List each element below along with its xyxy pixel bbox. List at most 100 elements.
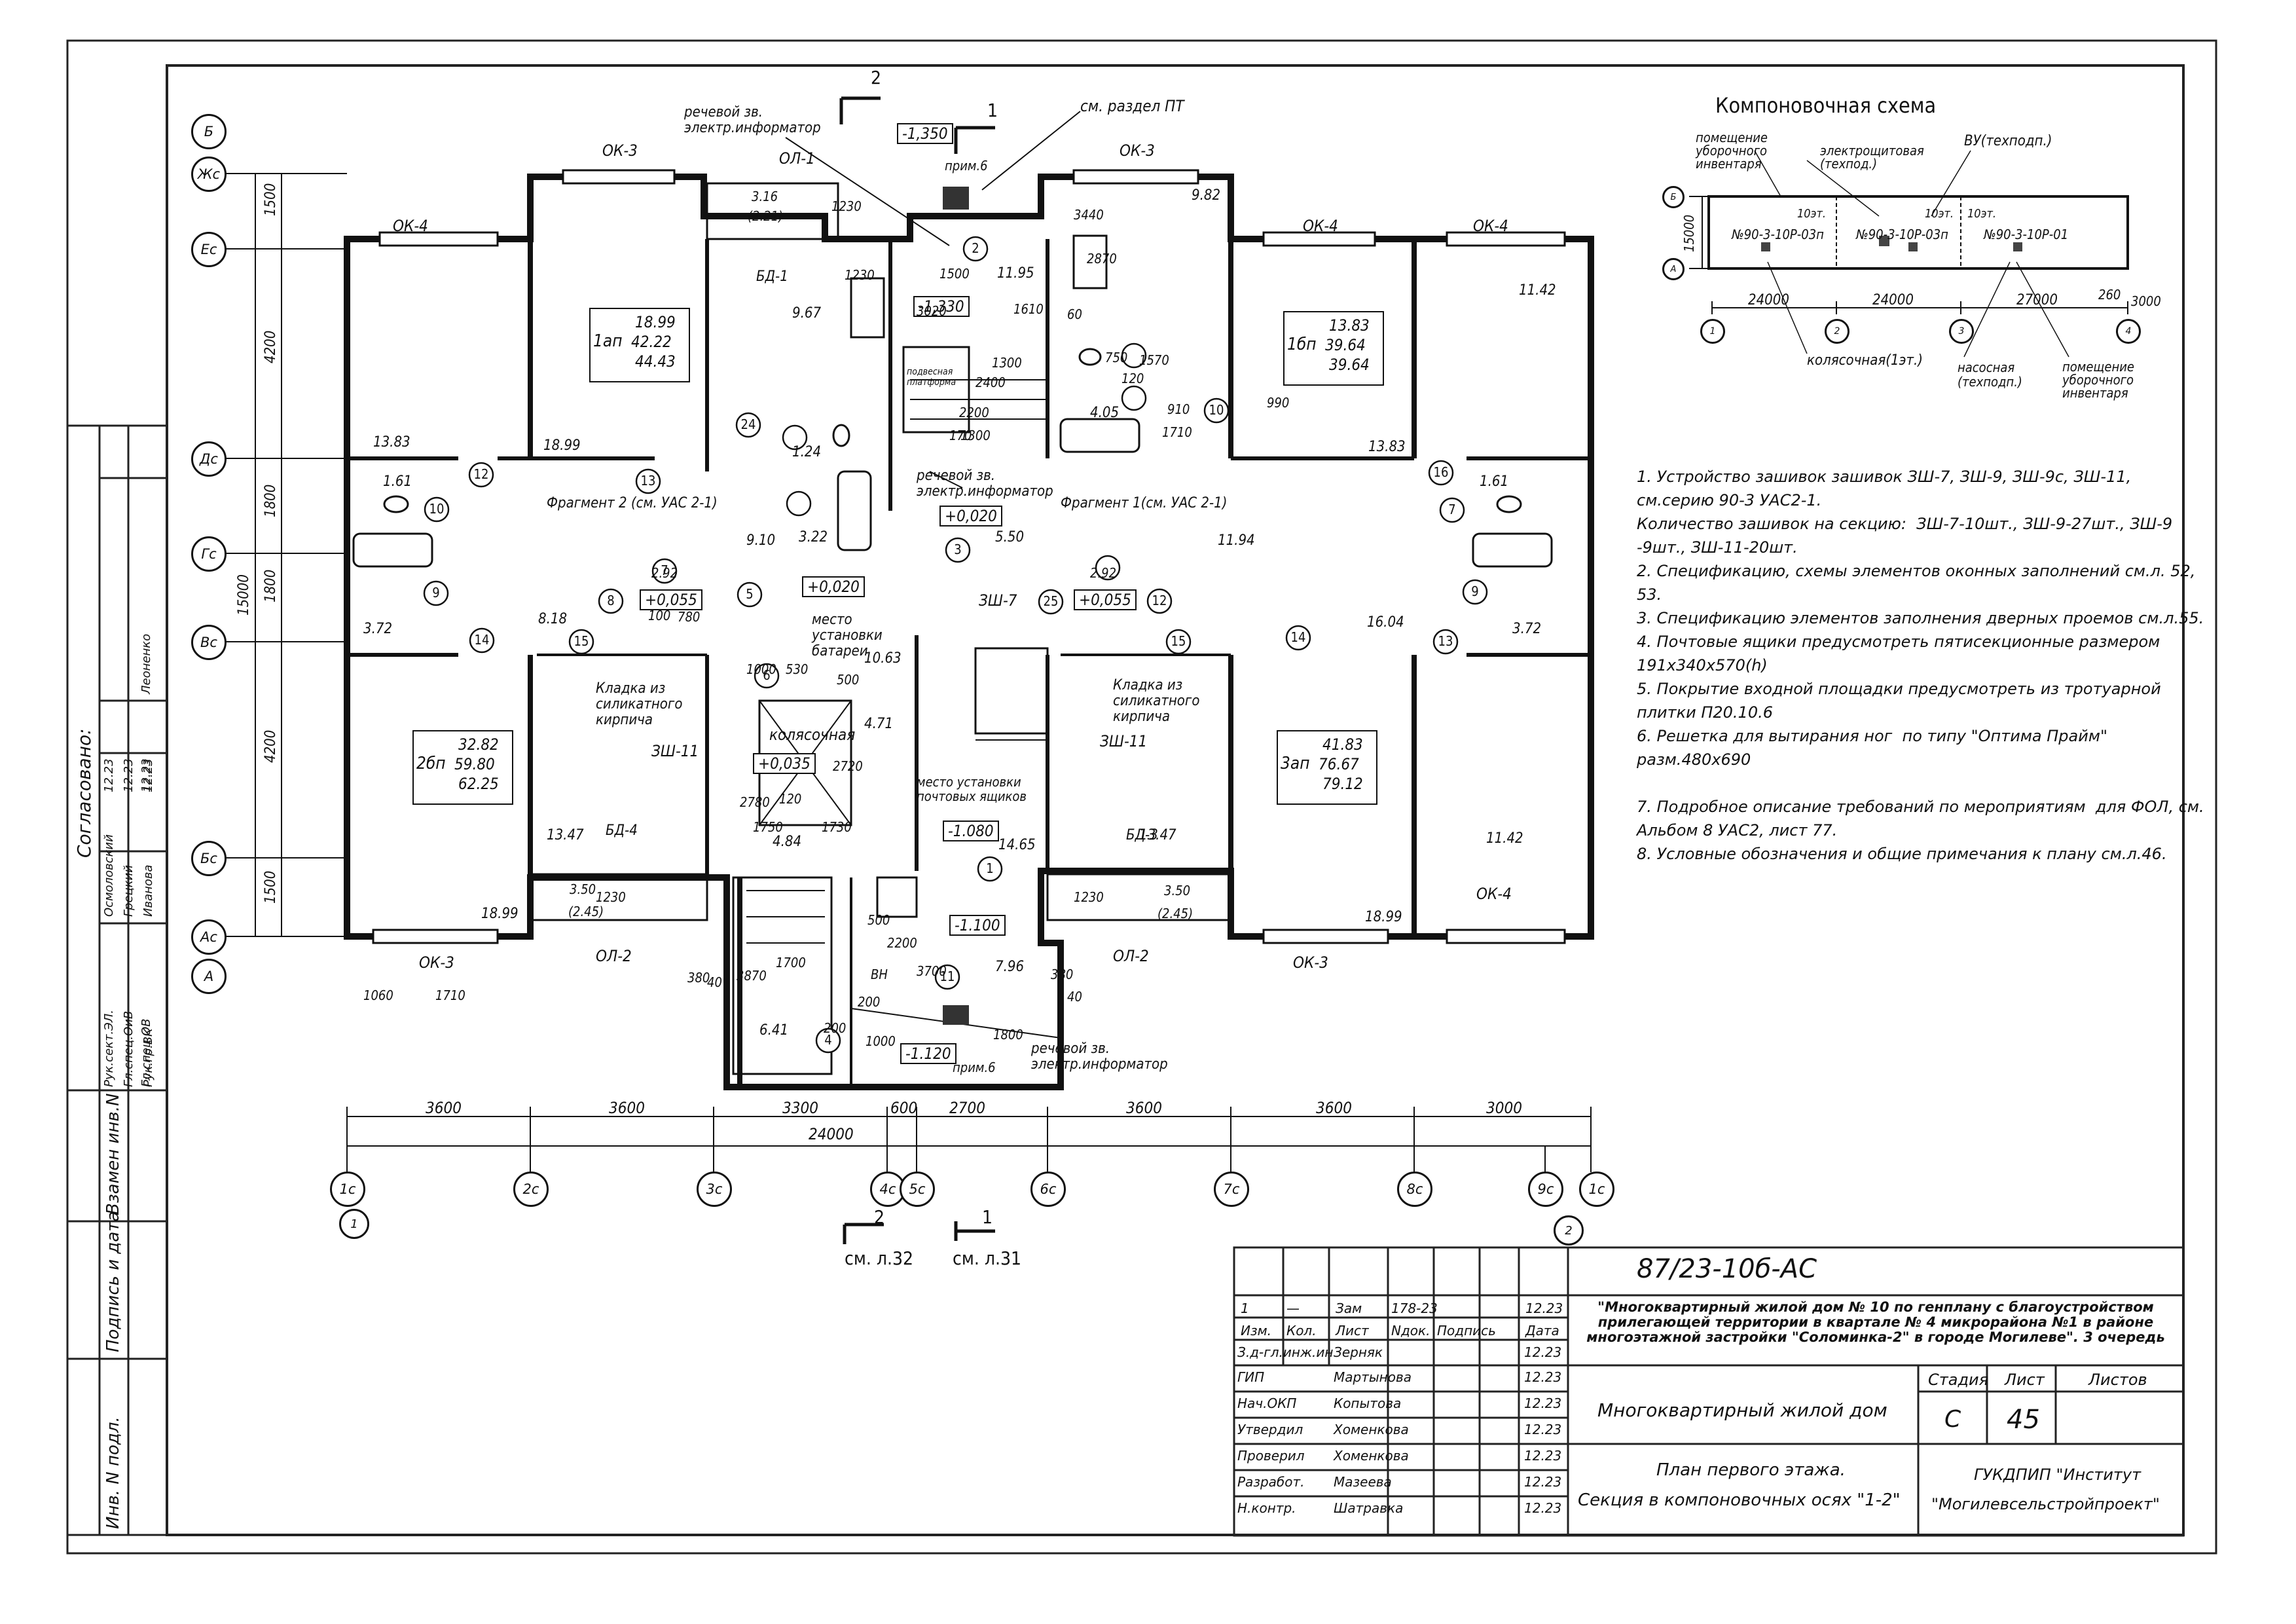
apartment-name: 1бп: [1287, 335, 1317, 354]
stamp-role: Рук.сект.ЭЛ.: [102, 1010, 116, 1087]
scheme-dim: 24000: [1748, 292, 1789, 308]
signer-date: 12.23: [1524, 1369, 1562, 1385]
signer-name: Хоменкова: [1334, 1448, 1409, 1464]
window-mark: ОК-3: [419, 953, 454, 972]
revision-cell: 12.23: [1525, 1301, 1563, 1316]
drawing-code: 87/23-10б-АС: [1637, 1254, 1817, 1284]
scheme-label: колясочная(1эт.): [1807, 352, 1923, 369]
room-area: 11.95: [997, 265, 1034, 282]
door-mark: 7: [661, 563, 668, 578]
note-line: [1637, 771, 2213, 795]
section-cut-marks: [839, 96, 995, 1244]
stamp-role: Гл.спец.ОиВ: [122, 1010, 136, 1087]
door-mark: 12: [1152, 593, 1167, 608]
window-mark: ОК-4: [1473, 217, 1508, 235]
door-mark: 1: [986, 860, 994, 876]
note-line: 4. Почтовые ящики предусмотреть пятисекц…: [1637, 633, 2165, 674]
note-line: 3. Спецификацию элементов заполнения две…: [1637, 609, 2204, 627]
sheet-title-line-1: План первого этажа.: [1656, 1460, 1846, 1480]
room-area: 13.47: [547, 827, 584, 843]
door-markers: [423, 236, 1488, 1054]
dimension-value: 3600: [609, 1099, 645, 1117]
apartment-area: 79.12: [1322, 775, 1363, 793]
signer-role: Утвердил: [1237, 1422, 1303, 1437]
level-mark: -1.080: [943, 821, 999, 841]
scheme-label: насосная (техподп.): [1958, 360, 2022, 390]
door-mark: 25: [1043, 593, 1059, 609]
door-mark: 9: [432, 585, 440, 600]
apartment-area: 39.64: [1325, 336, 1366, 354]
organization-line-1: ГУКДПИП "Институт: [1974, 1466, 2141, 1484]
small-dimension: 2870: [1087, 251, 1117, 267]
room-area: 11.42: [1486, 830, 1523, 847]
scheme-axis-bubble: 1: [1700, 319, 1725, 344]
dimension-total: 15000: [236, 574, 252, 616]
scheme-floors: 10эт.: [1925, 207, 1954, 221]
small-dimension: 1710: [435, 987, 465, 1003]
column-axis-bubble: 8с: [1397, 1172, 1432, 1207]
signer-role: З.д-гл.инж.ин: [1237, 1344, 1334, 1360]
door-mark: 8: [607, 593, 615, 608]
small-dimension: 380: [1051, 967, 1074, 982]
signer-date: 12.23: [1524, 1422, 1562, 1437]
small-dimension: 2.92: [1090, 565, 1117, 581]
scheme-dim: 15000: [1681, 214, 1697, 252]
small-dimension: 40: [707, 974, 722, 990]
title-block-header: Изм.: [1241, 1323, 1272, 1338]
room-area: 16.04: [1367, 614, 1404, 631]
door-mark: 14: [474, 632, 490, 648]
small-dimension: 1710: [1162, 424, 1192, 440]
title-block-header: Nдок.: [1391, 1323, 1430, 1338]
small-dimension: 2720: [833, 758, 863, 774]
door-mark: 5: [746, 586, 754, 602]
apartment-area: 62.25: [458, 775, 499, 793]
composition-scheme: [1689, 150, 2129, 358]
small-dimension: 200: [824, 1020, 847, 1036]
small-dimension: 2400: [975, 375, 1006, 390]
signer-role: ГИП: [1237, 1369, 1265, 1385]
plan-walls: [344, 174, 1594, 1090]
signer-role: Разработ.: [1237, 1474, 1305, 1490]
balcony-door-mark: БД-4: [606, 822, 638, 839]
small-dimension: 1000: [746, 661, 776, 677]
door-mark: 16: [1433, 464, 1449, 480]
main-axis-bubble: 2: [1554, 1215, 1584, 1246]
signer-date: 12.23: [1524, 1448, 1562, 1464]
title-block-header: Подпись: [1437, 1323, 1496, 1338]
dimension-value: 1500: [263, 183, 279, 216]
signer-date: 12.23: [1524, 1474, 1562, 1490]
small-dimension: 530: [786, 661, 809, 677]
section-mark-number: 1: [987, 100, 998, 121]
small-dimension: 1230: [1074, 889, 1104, 905]
scheme-hatches: [1761, 236, 2022, 251]
apartment-area: 13.83: [1329, 316, 1370, 335]
apartment-name: 3ап: [1281, 754, 1310, 773]
small-dimension: (2.45): [568, 904, 604, 919]
section-mark-number: 2: [874, 1206, 885, 1228]
window-mark: ОЛ-1: [779, 149, 815, 168]
scheme-section: №90-3-10Р-03п: [1732, 227, 1824, 242]
level-mark: +0,035: [753, 753, 816, 774]
sheets-label: Листов: [2088, 1371, 2147, 1389]
dimension-value: 1800: [263, 484, 279, 517]
note-line: 6. Решетка для вытирания ног по типу "Оп…: [1637, 727, 2113, 769]
plan-annotation: прим.6: [945, 158, 988, 174]
apartment-area: 32.82: [458, 735, 499, 754]
column-axis-bubble: 1с: [1579, 1172, 1614, 1207]
room-area: 14.65: [998, 837, 1036, 853]
stamp-name: Осмоловский: [102, 834, 116, 917]
column-axis-bubble: 7с: [1214, 1172, 1249, 1207]
small-dimension: 3700: [917, 963, 947, 979]
small-dimension: 3020: [917, 303, 947, 319]
scheme-axis-bubble: 2: [1825, 319, 1850, 344]
level-mark: -1.120: [900, 1043, 957, 1064]
scheme-axis-bubble: 3: [1949, 319, 1974, 344]
door-mark: 9: [1471, 583, 1479, 599]
door-mark: 3: [954, 542, 962, 557]
dimension-value: 3300: [782, 1099, 818, 1117]
level-mark: -1,350: [897, 123, 953, 144]
scheme-section: №90-3-10Р-03п: [1856, 227, 1948, 242]
level-mark: -1.100: [949, 915, 1006, 936]
note-line: 5. Покрытие входной площадки предусмотре…: [1637, 680, 2166, 722]
